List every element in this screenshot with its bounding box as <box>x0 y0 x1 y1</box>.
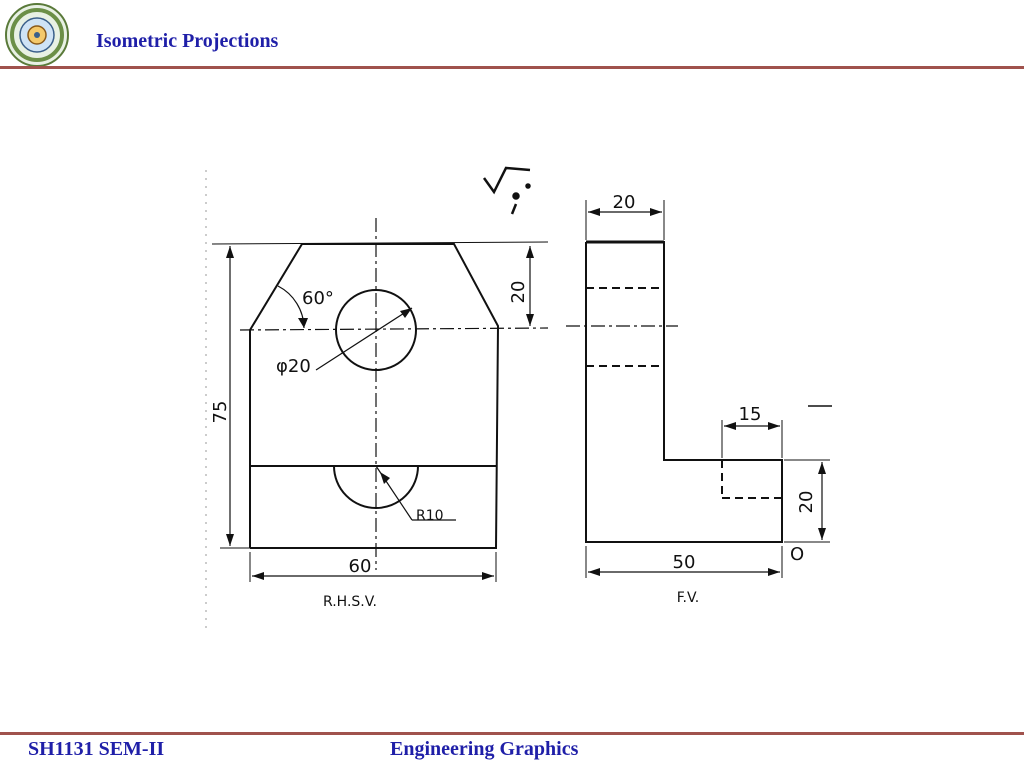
dim-60-label: 60 <box>349 556 372 577</box>
course-name: Engineering Graphics <box>390 738 579 760</box>
front-view-label: F.V. <box>677 590 699 606</box>
dim-20-step-label: 20 <box>796 491 817 514</box>
front-view <box>566 200 832 578</box>
course-code: SH1131 SEM-II <box>28 738 165 760</box>
dim-50-label: 50 <box>673 552 696 573</box>
dim-radius-label: R10 <box>416 508 444 524</box>
page-title: Isometric Projections <box>96 30 279 52</box>
dim-angle-label: 60° <box>302 288 334 309</box>
dim-hole-leader <box>315 307 413 371</box>
side-view <box>205 170 549 630</box>
dim-75-label: 75 <box>210 401 231 424</box>
dim-20-right-label: 20 <box>508 281 529 304</box>
dim-hole-label: φ20 <box>276 356 311 377</box>
slide-header: Isometric Projections <box>0 0 1024 72</box>
dim-angle-arc <box>277 285 305 329</box>
institute-seal-icon <box>5 3 69 67</box>
side-view-horizontal-center-line <box>239 327 549 331</box>
header-divider <box>0 66 1024 69</box>
footer-divider <box>0 732 1024 735</box>
side-view-label: R.H.S.V. <box>323 594 377 610</box>
view-direction-mark <box>482 166 531 215</box>
origin-mark: O <box>790 544 804 565</box>
dim-15-label: 15 <box>739 404 762 425</box>
dim-20-top-label: 20 <box>613 192 636 213</box>
side-view-semicircle <box>333 465 419 509</box>
